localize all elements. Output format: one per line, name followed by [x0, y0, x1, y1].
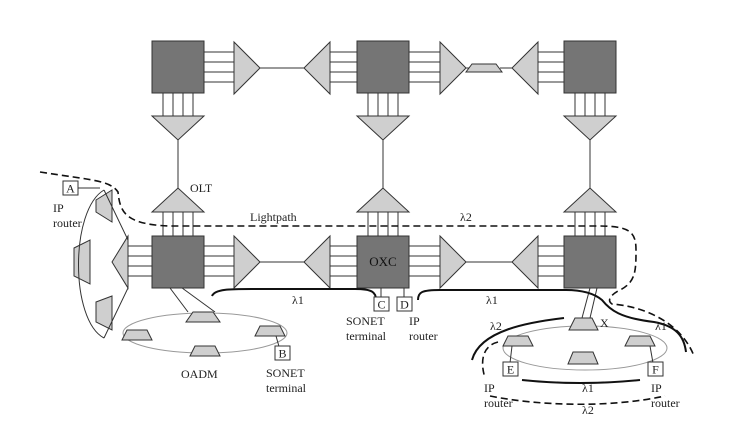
lightpath-lambda2 — [39, 171, 695, 357]
terminal-c-line1: SONET — [346, 314, 385, 328]
terminal-e-line2: router — [484, 396, 513, 410]
oxc-node-top-right — [563, 40, 617, 94]
oxc-node-bottom-right — [563, 235, 617, 289]
terminal-b-letter: B — [278, 347, 286, 361]
lightpath-lambda2-bottom — [489, 395, 666, 406]
lambda1-bottom-label: λ1 — [582, 381, 594, 395]
terminal-d-letter: D — [400, 298, 409, 312]
terminal-d-line2: router — [409, 329, 438, 343]
lightpaths — [39, 171, 695, 406]
terminal-f-line2: router — [651, 396, 680, 410]
olt-label: OLT — [190, 181, 213, 195]
terminal-b-line2: terminal — [266, 381, 307, 395]
olt-stems — [128, 51, 606, 277]
oxc-node-top-left — [151, 40, 205, 94]
terminal-a-letter: A — [66, 182, 75, 196]
terminal-e: E IP router — [484, 361, 519, 410]
lambda2-top-label: λ2 — [460, 210, 472, 224]
terminal-f: F IP router — [647, 361, 680, 410]
oxc-node-bottom-left — [151, 235, 205, 289]
terminal-c: C SONET terminal — [346, 296, 390, 343]
lightpath-lambda1-right — [417, 289, 687, 353]
lambda1-mid-label: λ1 — [292, 293, 304, 307]
inline-amplifier — [465, 63, 503, 73]
lambda2-bottom-label: λ2 — [582, 403, 594, 417]
terminal-f-line1: IP — [651, 381, 662, 395]
oadm-label: OADM — [181, 367, 218, 381]
oxc-node-top-center — [356, 40, 410, 94]
terminal-e-letter: E — [507, 363, 514, 377]
oadm-ring — [121, 311, 288, 357]
lambda2-right-label: λ2 — [490, 319, 502, 333]
lightpath-lambda1-mid — [211, 288, 377, 301]
lightpath-lambda1-bottom — [521, 379, 641, 384]
terminal-d-line1: IP — [409, 314, 420, 328]
oadm-ring-right — [502, 317, 668, 371]
oxc-nodes — [151, 40, 617, 289]
terminal-b: B SONET terminal — [266, 345, 307, 395]
oxc-label: OXC — [369, 254, 396, 269]
lightpath-label: Lightpath — [250, 210, 297, 224]
x-mark-label: X — [600, 316, 609, 330]
terminal-a-line1: IP — [53, 201, 64, 215]
terminal-e-line1: IP — [484, 381, 495, 395]
terminal-d: D IP router — [396, 296, 438, 343]
labels: OLT Lightpath λ2 λ1 λ1 λ1 λ2 λ1 λ2 OXC O… — [181, 181, 667, 417]
terminal-c-line2: terminal — [346, 329, 387, 343]
terminal-b-line1: SONET — [266, 366, 305, 380]
olt-triangles — [73, 40, 618, 331]
lambda1-right-outer-label: λ1 — [655, 319, 667, 333]
left-ring — [78, 189, 129, 339]
terminal-f-letter: F — [652, 363, 659, 377]
terminal-a: A IP router — [53, 180, 100, 230]
terminal-c-letter: C — [377, 298, 385, 312]
terminal-a-line2: router — [53, 216, 82, 230]
oxc-node-bottom-center — [356, 235, 410, 289]
lambda1-right-label: λ1 — [486, 293, 498, 307]
